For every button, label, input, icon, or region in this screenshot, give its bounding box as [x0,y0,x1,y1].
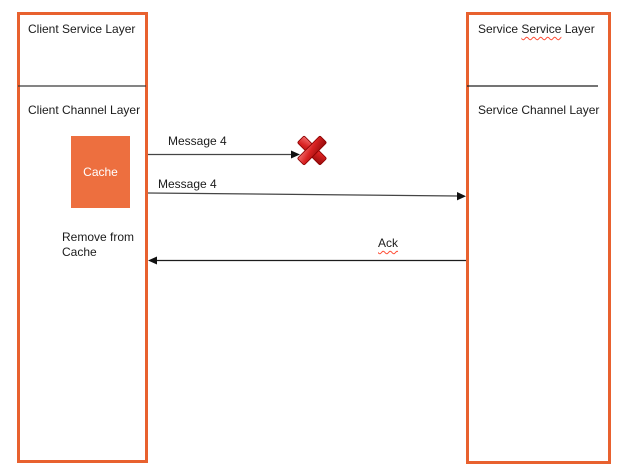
service-layer-word-misspelled: Service [521,22,562,36]
client-service-layer-label: Client Service Layer [28,22,136,36]
message-retry-label: Message 4 [158,177,217,191]
cache-box: Cache [71,136,130,208]
message-retry-arrow [147,192,466,201]
client-channel-layer-label: Client Channel Layer [28,103,141,117]
service-layer-word: Layer [561,22,595,36]
delivery-failed-x-icon [297,136,327,165]
cache-label: Cache [83,165,118,179]
message-failed-label: Message 4 [168,134,227,148]
service-layers-box [466,12,611,464]
service-layer-word: Service [478,22,522,36]
service-channel-layer-label: Service Channel Layer [478,103,600,117]
ack-label: Ack [378,236,399,250]
remove-from-cache-note: Remove from Cache [62,230,135,259]
message-failed-arrow [148,150,300,159]
ack-arrow [148,256,466,265]
service-service-layer-label: Service Service Layer [478,22,595,36]
client-layers-box [17,12,148,463]
